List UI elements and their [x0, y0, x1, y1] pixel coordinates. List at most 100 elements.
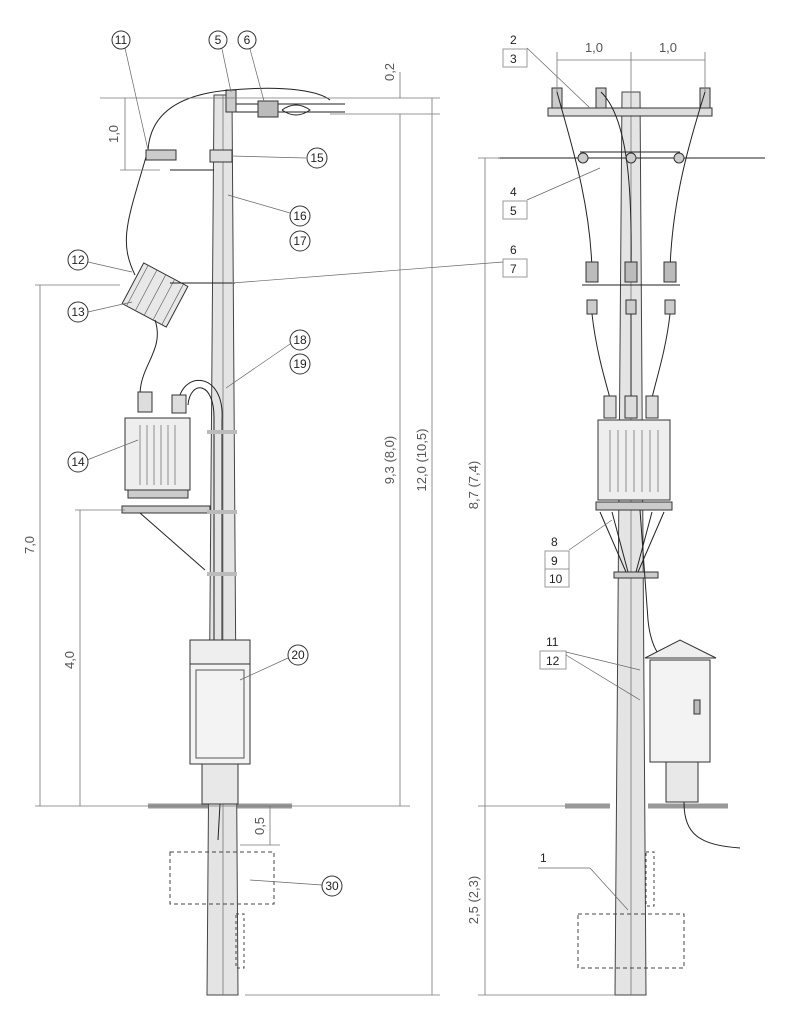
- callout-18-19: 18 19: [225, 329, 311, 389]
- svg-text:3: 3: [510, 52, 517, 66]
- dim-label-1-0-b: 1,0: [659, 40, 677, 55]
- pin-insulator-left: [145, 149, 177, 161]
- label-11-12: 11 12: [539, 635, 641, 701]
- disconnector-6: [257, 100, 279, 118]
- lead-to-transformer: [139, 319, 158, 396]
- anchor-plate-right: [645, 851, 655, 907]
- svg-text:6: 6: [510, 243, 517, 257]
- transformer-base: [127, 489, 189, 499]
- clamp-r1: [577, 152, 589, 164]
- svg-text:19: 19: [293, 357, 307, 371]
- bushing-r3: [645, 395, 659, 419]
- callout-20: 20: [239, 644, 309, 681]
- cabinet-20: [189, 663, 251, 765]
- bushing-lv-left: [171, 394, 187, 414]
- outgoing-cable: [683, 801, 741, 849]
- pole-band-right: [613, 571, 659, 579]
- dim-label-12-0: 12,0 (10,5): [414, 429, 429, 492]
- cabinet-socket: [201, 763, 239, 805]
- clamp-r3: [673, 152, 685, 164]
- dim-label-0-5: 0,5: [252, 817, 267, 835]
- dim-label-8-7: 8,7 (7,4): [466, 461, 481, 509]
- dim-label-4-0: 4,0: [62, 651, 77, 669]
- svg-text:15: 15: [310, 151, 324, 165]
- svg-text:18: 18: [293, 333, 307, 347]
- earth-lead: [217, 803, 221, 841]
- arresters-right: [585, 261, 677, 315]
- bushing-hv-left: [137, 391, 153, 413]
- svg-text:6: 6: [244, 33, 251, 47]
- bushing-r2: [624, 395, 638, 419]
- drop-lead-3: [669, 91, 706, 271]
- transformer-front-fins: [609, 430, 659, 492]
- callout-11: 11: [111, 30, 149, 151]
- cabinet-front: [649, 659, 711, 763]
- clamp-r2: [625, 152, 637, 164]
- svg-text:17: 17: [293, 234, 307, 248]
- anchor-plate-left: [235, 913, 245, 969]
- svg-text:1: 1: [540, 851, 547, 865]
- dim-label-9-3: 9,3 (8,0): [382, 436, 397, 484]
- drop-lead-1: [556, 91, 593, 271]
- svg-text:13: 13: [71, 305, 85, 319]
- bushing-r1: [603, 395, 617, 419]
- cabinet-cap-20: [189, 639, 251, 665]
- dim-label-1-0-a: 1,0: [585, 40, 603, 55]
- insulator-right-2: [595, 87, 607, 109]
- foundation-30: [169, 851, 275, 905]
- cable-riser-19: [187, 387, 215, 640]
- cabinet-handle: [693, 699, 701, 715]
- transformer-front-base: [595, 501, 673, 511]
- callout-5: 5: [208, 30, 232, 93]
- callout-16-17: 16 17: [227, 194, 311, 252]
- label-4-5: 4 5: [502, 167, 601, 220]
- dim-label-0-2: 0,2: [382, 63, 397, 81]
- svg-text:30: 30: [325, 879, 339, 893]
- svg-text:5: 5: [510, 204, 517, 218]
- dim-label-7-0: 7,0: [22, 536, 37, 554]
- lead-r1: [591, 313, 611, 399]
- platform-strut: [139, 512, 206, 571]
- cabinet-socket-right: [665, 761, 699, 803]
- jumper-wire-11: [125, 149, 149, 276]
- svg-text:11: 11: [115, 33, 128, 47]
- transformer-platform: [121, 505, 211, 514]
- callout-14: 14: [67, 439, 139, 473]
- label-1: 1: [538, 851, 629, 911]
- dim-label-1-0: 1,0: [106, 125, 121, 143]
- callout-30: 30: [249, 875, 343, 897]
- left-view: 1,0 0,2 9,3 (8,0) 12,0 (10,5) 7,0 4,0 0,…: [22, 30, 440, 996]
- callout-12-13: 12 13: [67, 249, 133, 323]
- tension-clamp: [281, 104, 311, 116]
- top-insulator-left: [225, 89, 237, 113]
- label-2-3: 2 3: [502, 33, 591, 109]
- svg-text:20: 20: [291, 648, 305, 662]
- svg-text:8: 8: [551, 535, 558, 549]
- jumper-wire-top: [147, 87, 331, 151]
- pole-bands-left: [207, 430, 237, 576]
- right-view: 1,0 1,0 8,7 (7,4) 2,5 (2,3) 2 3 4 5 6 7: [231, 33, 765, 996]
- svg-text:12: 12: [546, 654, 560, 668]
- svg-text:7: 7: [510, 262, 517, 276]
- surge-arrester-12: [121, 262, 189, 328]
- svg-text:16: 16: [293, 209, 307, 223]
- svg-text:10: 10: [549, 572, 563, 586]
- callout-15: 15: [231, 147, 328, 169]
- cabinet-door-left: [195, 669, 245, 759]
- label-6-7: 6 7: [231, 243, 528, 284]
- crossarm-2-3: [547, 107, 713, 117]
- svg-text:12: 12: [71, 253, 85, 267]
- struts-8-9-10: [599, 511, 665, 573]
- svg-text:11: 11: [546, 635, 559, 649]
- svg-text:5: 5: [215, 33, 222, 47]
- cable-riser-18: [177, 380, 223, 640]
- svg-text:4: 4: [510, 185, 517, 199]
- cabinet-roof: [644, 639, 717, 659]
- transformer-14: [124, 417, 191, 491]
- pole-right: [614, 91, 647, 996]
- drop-lead-2: [600, 91, 632, 271]
- clamp-15: [209, 149, 233, 163]
- foundation-right: [577, 913, 685, 969]
- svg-text:9: 9: [551, 554, 558, 568]
